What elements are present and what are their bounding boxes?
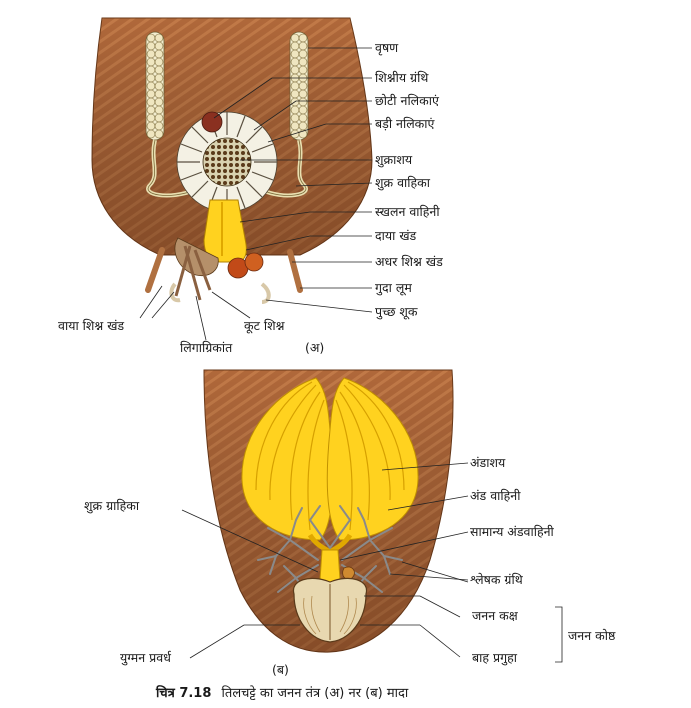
label-colleterial-glands: श्लेषक ग्रंथि [470,572,524,587]
label-small-tubules: छोटी नलिकाएं [375,93,440,108]
figure-caption: चित्र 7.18 तिलचट्टे का जनन तंत्र (अ) नर … [155,685,409,701]
label-vas-deferens: शुक्र वाहिका [375,175,431,191]
figure-b-sublabel: (ब) [272,662,289,677]
testis-left [145,31,165,141]
label-pseudopenis: कूट शिश्न [244,318,286,334]
figure-a-male: वृषण शिश्नीय ग्रंथि छोटी नलिकाएं बड़ी नल… [58,17,443,355]
label-common-oviduct: सामान्य अंडवाहिनी [470,524,555,539]
anal-cercus-right [287,249,303,293]
label-titillator: लिगाग्रिकांत [180,340,233,355]
anal-style-right [260,282,271,304]
label-genital-pouch: जनन कोष्ठ [568,628,616,643]
figure-a-sublabel: (अ) [305,340,324,355]
label-spermatheca: शुक्र ग्राहिका [84,498,140,514]
label-gonapophyses: युग्मन प्रवर्ध [120,650,172,666]
spermatheca [342,566,355,580]
label-oviduct: अंड वाहिनी [470,488,521,503]
label-left-phallomere: वाया शिश्न खंड [58,318,124,333]
testis-right [289,31,309,141]
ovary-right [326,377,419,541]
label-seminal-vesicle: शुक्राशय [375,152,413,168]
caption-text: तिलचट्टे का जनन तंत्र (अ) नर (ब) मादा [222,685,409,701]
label-testis: वृषण [375,40,399,56]
mushroom-gland [176,111,278,213]
ejaculatory-duct [203,199,247,263]
genital-pouch-drawing [292,577,368,643]
phallic-gland [201,111,223,133]
label-ventral-phallomere: अधर शिश्न खंड [375,254,443,269]
label-genital-chamber: जनन कक्ष [472,608,519,623]
label-ovary: अंडाशय [470,455,506,470]
label-ejaculatory-duct: स्खलन वाहिनी [375,204,440,219]
caption-number: चित्र 7.18 [155,685,211,701]
label-anal-cercus: गुदा लूम [375,280,412,296]
label-large-tubules: बड़ी नलिकाएं [375,116,436,131]
male-genitalia [145,237,303,304]
ovary-left [241,377,334,541]
label-vestibulum: बाह प्रगुहा [472,650,518,666]
anal-style-left [169,282,181,303]
label-right-phallomere: दाया खंड [375,228,417,243]
label-phallic-gland: शिश्नीय ग्रंथि [375,70,429,85]
figure-b-female: अंडाशय अंड वाहिनी सामान्य अंडवाहिनी शुक्… [84,369,616,677]
label-anal-style: पुच्छ शूक [375,304,418,320]
anal-cercus-left [145,247,165,293]
